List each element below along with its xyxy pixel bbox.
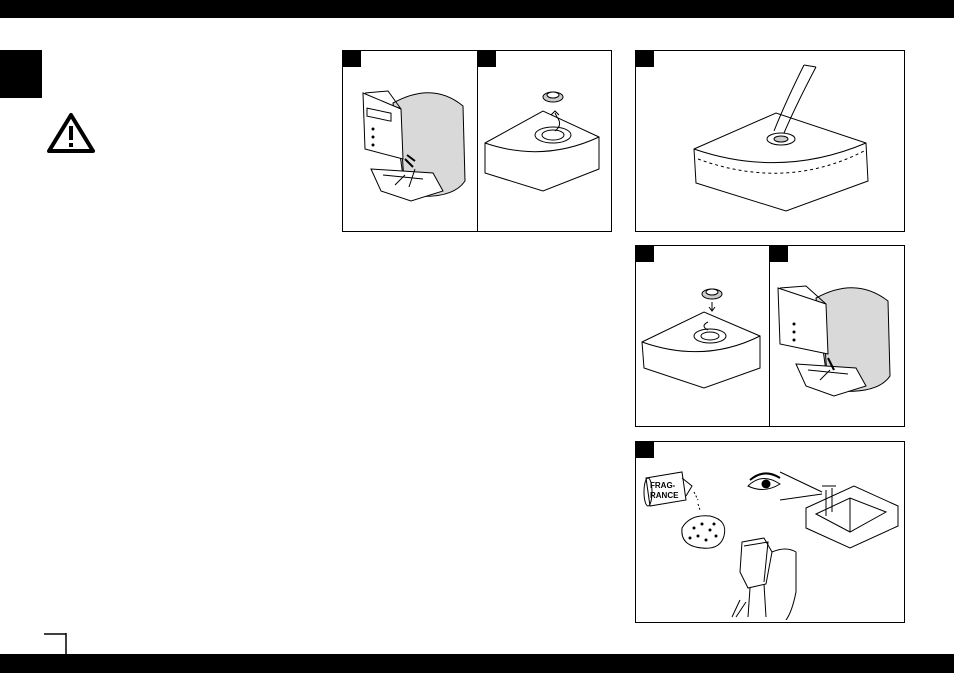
- section-tab: [0, 50, 42, 98]
- footer-bar: [0, 654, 954, 673]
- figure-fill-tank: [635, 50, 905, 232]
- header-bar: [0, 0, 954, 18]
- humidifier-body: [778, 286, 890, 396]
- humidifier-body: [363, 91, 465, 201]
- figure-illustration: [636, 246, 906, 428]
- fragrance-pad: [682, 516, 725, 549]
- bottle-label-line1: FRAG-: [650, 481, 676, 490]
- figure-fragrance: FRAG- RANCE: [635, 441, 905, 623]
- water-tank: [694, 65, 868, 211]
- fragrance-bottle: FRAG- RANCE: [644, 472, 692, 506]
- figure-remove-tank-and-cap: [342, 50, 612, 232]
- fragrance-tray: [806, 486, 898, 548]
- figure-replace-cap-and-tank: [635, 245, 905, 427]
- fragrance-holder: [732, 538, 796, 620]
- bottle-label-line2: RANCE: [650, 491, 679, 500]
- eye-icon: [748, 473, 780, 489]
- figure-illustration: [343, 51, 613, 233]
- warning-triangle-icon: [46, 112, 96, 154]
- figure-illustration: [636, 51, 906, 233]
- water-tank: [642, 289, 760, 388]
- page-number-mark: [44, 633, 68, 654]
- water-tank: [485, 92, 599, 191]
- figure-illustration: FRAG- RANCE: [636, 442, 906, 624]
